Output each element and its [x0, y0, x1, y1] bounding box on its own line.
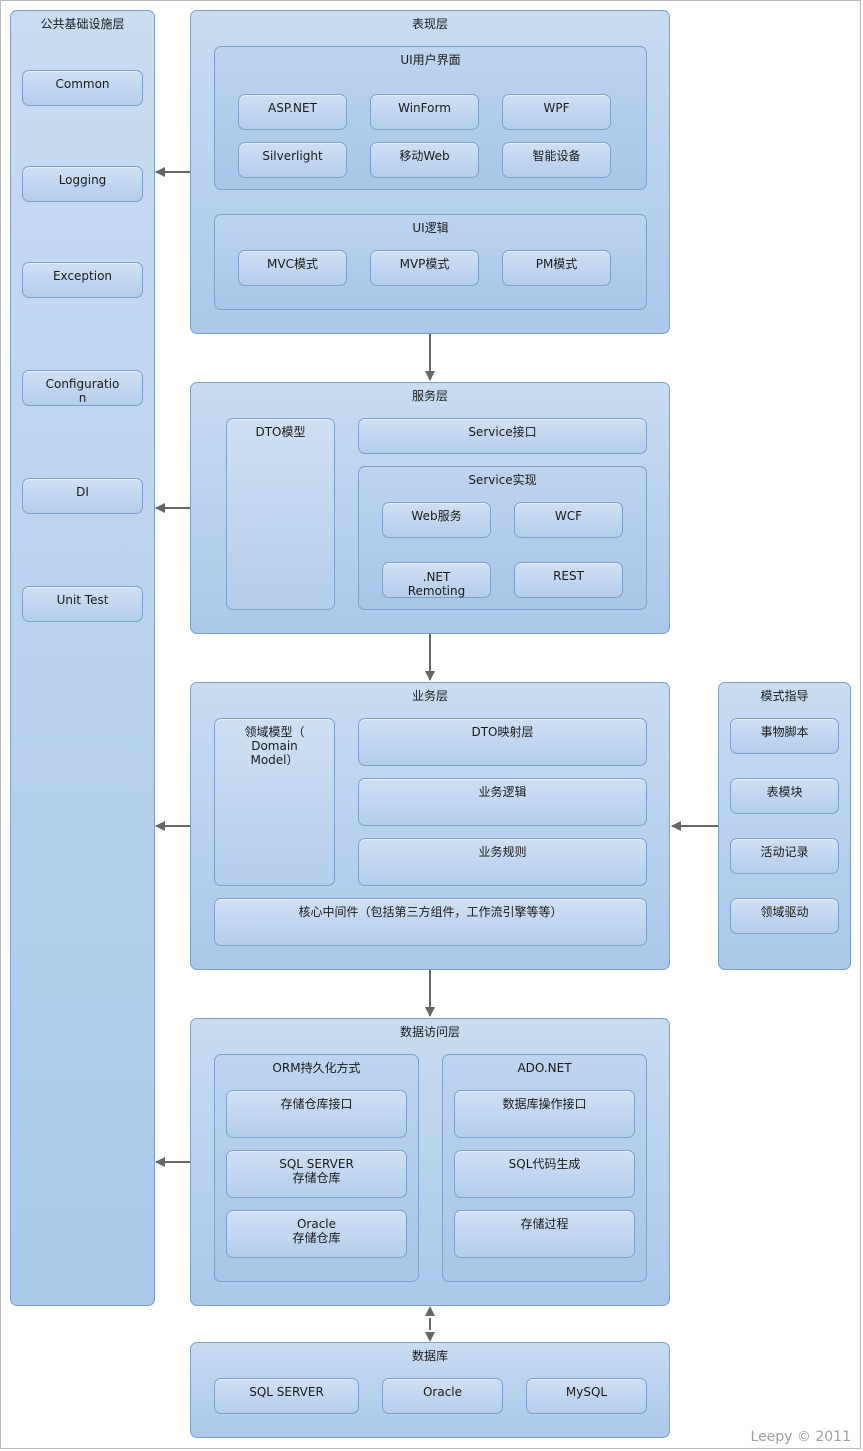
infra-item-configuration: Configuratio n — [22, 370, 143, 406]
ui-item-silverlight: Silverlight — [238, 142, 347, 178]
db-oracle: Oracle — [382, 1378, 503, 1414]
dto-model-box: DTO模型 — [226, 418, 335, 610]
ui-item-winform: WinForm — [370, 94, 479, 130]
service-impl-rest: REST — [514, 562, 623, 598]
business-layer-title: 业务层 — [411, 689, 448, 703]
data-access-layer-title: 数据访问层 — [399, 1025, 460, 1039]
dto-mapping-box: DTO映射层 — [358, 718, 647, 766]
orm-sqlserver-repository: SQL SERVER 存储仓库 — [226, 1150, 407, 1198]
infra-item-logging: Logging — [22, 166, 143, 202]
infra-item-unit-test: Unit Test — [22, 586, 143, 622]
ui-item-aspnet: ASP.NET — [238, 94, 347, 130]
core-middleware-box: 核心中间件（包括第三方组件，工作流引擎等等） — [214, 898, 647, 946]
infrastructure-layer: 公共基础设施层 — [10, 10, 155, 1306]
credit-watermark: Leepy © 2011 — [750, 1429, 851, 1445]
business-rules-box: 业务规则 — [358, 838, 647, 886]
infrastructure-layer-title: 公共基础设施层 — [40, 17, 125, 31]
ui-item-mobile-web: 移动Web — [370, 142, 479, 178]
ado-db-interface: 数据库操作接口 — [454, 1090, 635, 1138]
business-logic-box: 业务逻辑 — [358, 778, 647, 826]
presentation-layer-title: 表现层 — [411, 17, 448, 31]
pattern-domain-driven: 领域驱动 — [730, 898, 839, 934]
ui-item-wpf: WPF — [502, 94, 611, 130]
ado-group-title: ADO.NET — [517, 1061, 572, 1075]
orm-oracle-repository: Oracle 存储仓库 — [226, 1210, 407, 1258]
domain-model-box: 领域模型（ Domain Model） — [214, 718, 335, 886]
ui-logic-group-title: UI逻辑 — [412, 221, 449, 235]
pattern-guidance-title: 模式指导 — [760, 689, 809, 703]
ado-stored-procedure: 存储过程 — [454, 1210, 635, 1258]
logic-item-mvp: MVP模式 — [370, 250, 479, 286]
ui-group-title: UI用户界面 — [400, 53, 461, 67]
logic-item-mvc: MVC模式 — [238, 250, 347, 286]
infra-item-exception: Exception — [22, 262, 143, 298]
service-impl-remoting: .NET Remoting — [382, 562, 491, 598]
db-mysql: MySQL — [526, 1378, 647, 1414]
orm-repository-interface: 存储仓库接口 — [226, 1090, 407, 1138]
orm-group-title: ORM持久化方式 — [272, 1061, 361, 1075]
service-impl-web: Web服务 — [382, 502, 491, 538]
service-interface-box: Service接口 — [358, 418, 647, 454]
infra-item-common: Common — [22, 70, 143, 106]
service-impl-title: Service实现 — [468, 473, 537, 487]
service-layer-title: 服务层 — [411, 389, 448, 403]
pattern-transaction-script: 事物脚本 — [730, 718, 839, 754]
pattern-table-module: 表模块 — [730, 778, 839, 814]
ado-sql-generation: SQL代码生成 — [454, 1150, 635, 1198]
service-impl-wcf: WCF — [514, 502, 623, 538]
ui-item-smart-device: 智能设备 — [502, 142, 611, 178]
db-sqlserver: SQL SERVER — [214, 1378, 359, 1414]
infra-item-di: DI — [22, 478, 143, 514]
database-layer-title: 数据库 — [411, 1349, 448, 1363]
logic-item-pm: PM模式 — [502, 250, 611, 286]
pattern-active-record: 活动记录 — [730, 838, 839, 874]
